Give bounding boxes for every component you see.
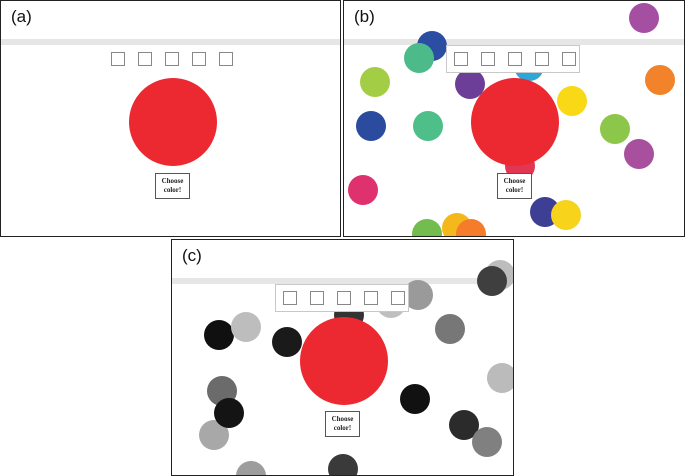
color-slot-5[interactable] — [219, 52, 233, 66]
color-slot-4[interactable] — [192, 52, 206, 66]
distractor-dot[interactable] — [348, 175, 378, 205]
distractor-dot[interactable] — [404, 43, 434, 73]
target-color-circle — [471, 78, 559, 166]
distractor-dot[interactable] — [356, 111, 386, 141]
color-slot-5[interactable] — [562, 52, 576, 66]
distractor-dot[interactable] — [272, 327, 302, 357]
target-color-circle — [300, 317, 388, 405]
color-slot-4[interactable] — [364, 291, 378, 305]
choose-color-button[interactable]: Choose color! — [155, 173, 190, 199]
color-slot-3[interactable] — [337, 291, 351, 305]
color-slot-4[interactable] — [535, 52, 549, 66]
choose-color-button[interactable]: Choose color! — [497, 173, 532, 199]
color-slot-1[interactable] — [454, 52, 468, 66]
distractor-dot[interactable] — [551, 200, 581, 230]
distractor-dot[interactable] — [645, 65, 675, 95]
color-slot-1[interactable] — [111, 52, 125, 66]
panel-label: (a) — [11, 7, 32, 26]
distractor-dot[interactable] — [624, 139, 654, 169]
distractor-dot[interactable] — [413, 111, 443, 141]
panel-b: (b) Choose color! — [343, 0, 685, 237]
panel-label: (b) — [354, 7, 375, 26]
color-slot-5[interactable] — [391, 291, 405, 305]
color-slot-3[interactable] — [165, 52, 179, 66]
distractor-dot[interactable] — [435, 314, 465, 344]
target-color-circle — [129, 78, 217, 166]
distractor-dot[interactable] — [400, 384, 430, 414]
distractor-dot[interactable] — [600, 114, 630, 144]
distractor-dot[interactable] — [412, 219, 442, 236]
top-bar — [1, 39, 340, 45]
distractor-dot[interactable] — [204, 320, 234, 350]
distractor-dot[interactable] — [472, 427, 502, 457]
distractor-dot[interactable] — [214, 398, 244, 428]
top-bar — [344, 39, 684, 45]
panel-label: (c) — [182, 246, 202, 265]
choose-color-button[interactable]: Choose color! — [325, 411, 360, 437]
color-slot-2[interactable] — [310, 291, 324, 305]
distractor-dot[interactable] — [477, 266, 507, 296]
distractor-dot[interactable] — [328, 454, 358, 475]
panel-a: (a) Choose color! — [0, 0, 341, 237]
distractor-dot[interactable] — [231, 312, 261, 342]
color-slot-2[interactable] — [481, 52, 495, 66]
panel-c: (c) Choose color! — [171, 239, 514, 476]
distractor-dot[interactable] — [236, 461, 266, 475]
distractor-dot[interactable] — [456, 219, 486, 236]
top-bar — [172, 278, 513, 284]
distractor-dot[interactable] — [557, 86, 587, 116]
color-slots-frame — [275, 284, 409, 312]
color-slot-1[interactable] — [283, 291, 297, 305]
distractor-dot[interactable] — [360, 67, 390, 97]
color-slot-3[interactable] — [508, 52, 522, 66]
distractor-dot[interactable] — [487, 363, 513, 393]
color-slot-2[interactable] — [138, 52, 152, 66]
distractor-dot[interactable] — [629, 3, 659, 33]
